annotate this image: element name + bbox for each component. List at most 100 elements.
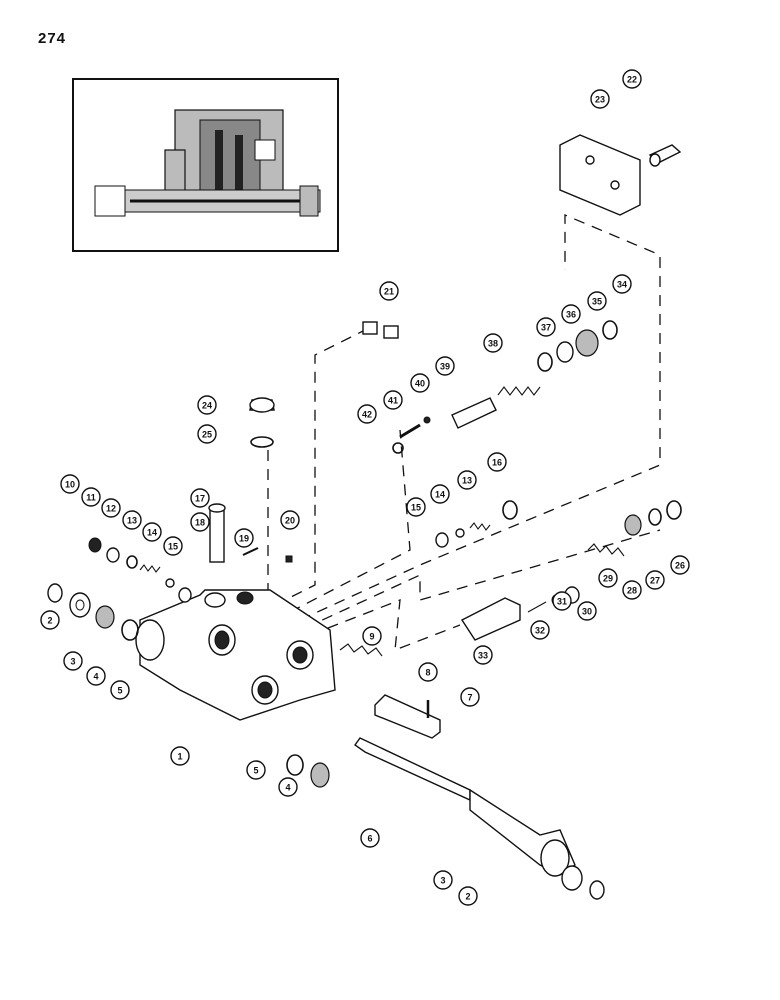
callout-circle — [590, 89, 610, 109]
valve-body — [135, 589, 336, 721]
callout-number: 28 — [627, 586, 637, 596]
callout-21: 21 — [379, 281, 399, 301]
callout-18: 18 — [190, 512, 210, 532]
callout-31: 31 — [552, 591, 572, 611]
callout-24: 24 — [197, 395, 217, 415]
callout-number: 31 — [557, 597, 567, 607]
callout-circle — [487, 452, 507, 472]
callout-circle — [362, 626, 382, 646]
callout-4: 4 — [86, 666, 106, 686]
stem — [208, 503, 293, 563]
callout-circle — [645, 570, 665, 590]
right-side-parts — [286, 500, 682, 900]
callout-circle — [234, 528, 254, 548]
callout-number: 13 — [462, 476, 472, 486]
callout-13: 13 — [457, 470, 477, 490]
callout-number: 26 — [675, 561, 685, 571]
callout-25: 25 — [197, 424, 217, 444]
callout-11: 11 — [81, 487, 101, 507]
callout-22: 22 — [622, 69, 642, 89]
callout-number: 11 — [86, 493, 96, 503]
callout-number: 6 — [367, 834, 372, 844]
callout-number: 5 — [117, 686, 122, 696]
callout-circle — [536, 317, 556, 337]
callout-26: 26 — [670, 555, 690, 575]
assembly-dashed-lines — [267, 214, 661, 651]
cover-plate — [559, 134, 682, 216]
callout-number: 35 — [592, 297, 602, 307]
callout-number: 14 — [435, 490, 445, 500]
callout-circle — [278, 777, 298, 797]
callout-circle — [86, 666, 106, 686]
callout-number: 2 — [465, 892, 470, 902]
callout-36: 36 — [561, 304, 581, 324]
callout-37: 37 — [536, 317, 556, 337]
callout-number: 7 — [467, 693, 472, 703]
callout-number: 21 — [384, 287, 394, 297]
upper-parts — [249, 320, 618, 454]
callout-circle — [622, 580, 642, 600]
callout-number: 37 — [541, 323, 551, 333]
callout-circle — [406, 497, 426, 517]
callout-circle — [280, 510, 300, 530]
callout-10: 10 — [60, 474, 80, 494]
callout-number: 15 — [168, 542, 178, 552]
callout-circle — [197, 395, 217, 415]
callout-circle — [430, 484, 450, 504]
callout-20: 20 — [280, 510, 300, 530]
callout-30: 30 — [577, 601, 597, 621]
callout-circle — [622, 69, 642, 89]
callout-circle — [246, 760, 266, 780]
callout-number: 2 — [47, 616, 52, 626]
callout-number: 9 — [369, 632, 374, 642]
callout-2: 2 — [458, 886, 478, 906]
callout-12: 12 — [101, 498, 121, 518]
callout-number: 18 — [195, 518, 205, 528]
callout-2: 2 — [40, 610, 60, 630]
callout-number: 3 — [440, 876, 445, 886]
callout-5: 5 — [246, 760, 266, 780]
page-number: 274 — [38, 30, 67, 47]
callout-1: 1 — [170, 746, 190, 766]
callout-circle — [190, 512, 210, 532]
callout-28: 28 — [622, 580, 642, 600]
callout-circle — [360, 828, 380, 848]
callout-circle — [561, 304, 581, 324]
callout-number: 25 — [202, 430, 212, 440]
callout-circle — [458, 886, 478, 906]
callout-42: 42 — [357, 404, 377, 424]
callout-number: 41 — [388, 396, 398, 406]
callout-38: 38 — [483, 333, 503, 353]
callout-3: 3 — [433, 870, 453, 890]
callout-circle — [612, 274, 632, 294]
callout-number: 16 — [492, 458, 502, 468]
callout-labels: 1234523456789101112131415171819202122232… — [40, 69, 690, 906]
callout-circle — [552, 591, 572, 611]
callout-circle — [63, 651, 83, 671]
callout-19: 19 — [234, 528, 254, 548]
callout-17: 17 — [190, 488, 210, 508]
callout-8: 8 — [418, 662, 438, 682]
callout-35: 35 — [587, 291, 607, 311]
callout-number: 30 — [582, 607, 592, 617]
callout-14: 14 — [142, 522, 162, 542]
callout-number: 8 — [425, 668, 430, 678]
callout-29: 29 — [598, 568, 618, 588]
callout-circle — [530, 620, 550, 640]
callout-14: 14 — [430, 484, 450, 504]
callout-4: 4 — [278, 777, 298, 797]
callout-number: 14 — [147, 528, 157, 538]
callout-circle — [410, 373, 430, 393]
callout-circle — [122, 510, 142, 530]
callout-circle — [190, 488, 210, 508]
callout-number: 17 — [195, 494, 205, 504]
callout-circle — [435, 356, 455, 376]
callout-39: 39 — [435, 356, 455, 376]
callout-41: 41 — [383, 390, 403, 410]
callout-33: 33 — [473, 645, 493, 665]
callout-circle — [60, 474, 80, 494]
plunger-and-spring — [339, 643, 441, 739]
callout-27: 27 — [645, 570, 665, 590]
left-seals — [47, 537, 192, 641]
callout-circle — [197, 424, 217, 444]
